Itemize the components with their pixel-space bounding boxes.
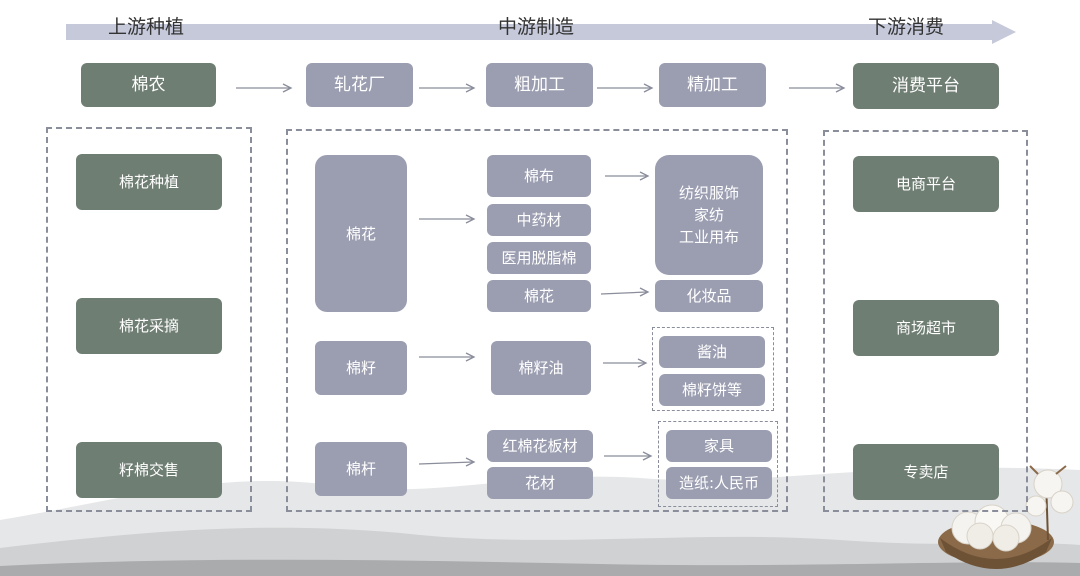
downstream-specialty-store: 专卖店 [853, 444, 999, 500]
branch-arrow [605, 171, 650, 181]
midstream-panel [286, 129, 788, 512]
upstream-cotton-planting: 棉花种植 [76, 154, 222, 210]
output-textiles-line: 家纺 [693, 206, 724, 224]
product-medical-absorbent-cotton: 医用脱脂棉 [487, 242, 591, 274]
upstream-cotton-picking: 棉花采摘 [76, 298, 222, 354]
downstream-mall-supermarket: 商场超市 [853, 300, 999, 356]
product-cottonseed-oil: 棉籽油 [491, 341, 591, 395]
midstream-cotton-stalk: 棉杆 [315, 442, 407, 496]
midstream-cottonseed: 棉籽 [315, 341, 407, 395]
seed-output-group [652, 327, 774, 411]
product-cotton-cloth: 棉布 [487, 155, 591, 197]
flow-node-consumer-platform: 消费平台 [853, 63, 999, 109]
flow-arrow [236, 83, 293, 93]
product-flower-material: 花材 [487, 467, 593, 499]
stage-label-downstream: 下游消费 [867, 16, 944, 38]
output-soy-sauce: 酱油 [659, 336, 765, 368]
flow-arrow [789, 83, 846, 93]
flow-arrow [419, 83, 476, 93]
output-furniture: 家具 [666, 430, 772, 462]
downstream-ecommerce: 电商平台 [853, 156, 999, 212]
output-cosmetics: 化妆品 [655, 280, 763, 312]
output-textiles: 纺织服饰 家纺 工业用布 [655, 155, 763, 275]
downstream-panel [823, 130, 1028, 512]
upstream-seed-cotton-sale: 籽棉交售 [76, 442, 222, 498]
branch-arrow [604, 451, 653, 461]
product-red-cotton-board: 红棉花板材 [487, 430, 593, 462]
stage-label-midstream: 中游制造 [497, 16, 574, 38]
stage-label-upstream: 上游种植 [107, 16, 184, 38]
branch-arrow [419, 352, 476, 362]
stalk-output-group [658, 421, 778, 507]
midstream-cotton: 棉花 [315, 155, 407, 312]
branch-arrow [600, 287, 650, 297]
flow-node-fine-processing: 精加工 [659, 63, 766, 107]
flow-arrow [597, 83, 654, 93]
upstream-panel [46, 127, 252, 512]
output-paper-currency: 造纸:人民币 [666, 467, 772, 499]
stage-arrow-band [66, 20, 1016, 44]
flow-node-farmer: 棉农 [81, 63, 216, 107]
branch-arrow [419, 214, 476, 224]
branch-arrow [418, 457, 476, 467]
product-herbal-medicine: 中药材 [487, 204, 591, 236]
branch-arrow [603, 358, 648, 368]
output-textiles-line: 工业用布 [678, 228, 739, 246]
cotton-basket-decoration [938, 465, 1074, 569]
flow-node-ginnery: 轧花厂 [306, 63, 413, 107]
output-textiles-line: 纺织服饰 [678, 184, 739, 202]
output-cottonseed-cake: 棉籽饼等 [659, 374, 765, 406]
product-cotton: 棉花 [487, 280, 591, 312]
flow-node-rough-processing: 粗加工 [486, 63, 593, 107]
